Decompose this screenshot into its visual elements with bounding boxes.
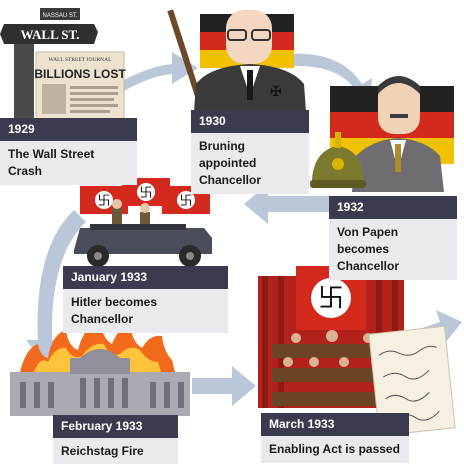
- caption-feb-1933: February 1933 Reichstag Fire: [53, 415, 178, 464]
- caption-event: Reichstag Fire: [53, 438, 178, 464]
- caption-year: 1930: [191, 110, 309, 133]
- caption-1929: 1929 The Wall Street Crash: [0, 118, 137, 185]
- street-sign-small-label: NASSAU ST.: [42, 13, 77, 19]
- caption-1932: 1932 Von Papen becomes Chancellor: [329, 196, 457, 280]
- reichstag-fire-scene: [10, 320, 190, 416]
- swastika-icon: 卐: [97, 193, 110, 208]
- arrow-jan1933-feb1933: [26, 210, 86, 366]
- enabling-act-scene: 卐: [258, 266, 456, 437]
- wall-street-scene: NASSAU ST. WALL ST. WALL STREET JOURNAL …: [0, 8, 126, 121]
- swastika-icon: 卐: [179, 193, 192, 208]
- caption-year: January 1933: [63, 266, 228, 289]
- swastika-icon: 卐: [139, 185, 152, 200]
- von-papen-head: [378, 80, 420, 134]
- swastika-icon: 卐: [318, 283, 344, 313]
- caption-event: Bruning appointed Chancellor: [191, 133, 309, 194]
- street-sign-label: WALL ST.: [20, 27, 79, 42]
- car: [74, 228, 212, 254]
- caption-jan-1933: January 1933 Hitler becomes Chancellor: [63, 266, 228, 333]
- caption-mar-1933: March 1933 Enabling Act is passed: [261, 413, 409, 463]
- caption-event: Enabling Act is passed: [261, 436, 409, 463]
- hitler-chancellor-scene: 卐 卐 卐: [74, 178, 212, 267]
- parliament-benches: [272, 344, 384, 358]
- pickelhaube-helmet-icon: [310, 132, 366, 188]
- caption-event: The Wall Street Crash: [0, 141, 137, 185]
- caption-year: 1929: [0, 118, 137, 141]
- caption-year: March 1933: [261, 413, 409, 436]
- arrow-1932-jan1933: [244, 184, 330, 224]
- arrow-feb1933-mar1933: [192, 366, 256, 406]
- street-sign-pole: [14, 44, 34, 120]
- newspaper-masthead: WALL STREET JOURNAL: [49, 57, 113, 63]
- caption-1930: 1930 Bruning appointed Chancellor: [191, 110, 309, 194]
- iron-cross-icon: ✠: [270, 83, 282, 99]
- bruning-head: [226, 10, 272, 64]
- street-sign: [0, 24, 98, 44]
- newspaper-headline: BILLIONS LOST: [34, 67, 126, 81]
- caption-year: February 1933: [53, 415, 178, 438]
- enabling-act-document: [368, 325, 456, 437]
- von-papen-scene: [310, 76, 454, 192]
- caption-event: Von Papen becomes Chancellor: [329, 219, 457, 280]
- caption-event: Hitler becomes Chancellor: [63, 289, 228, 333]
- arrow-1929-1930: [120, 52, 198, 92]
- caption-year: 1932: [329, 196, 457, 219]
- bruning-scene: ✠: [167, 9, 306, 112]
